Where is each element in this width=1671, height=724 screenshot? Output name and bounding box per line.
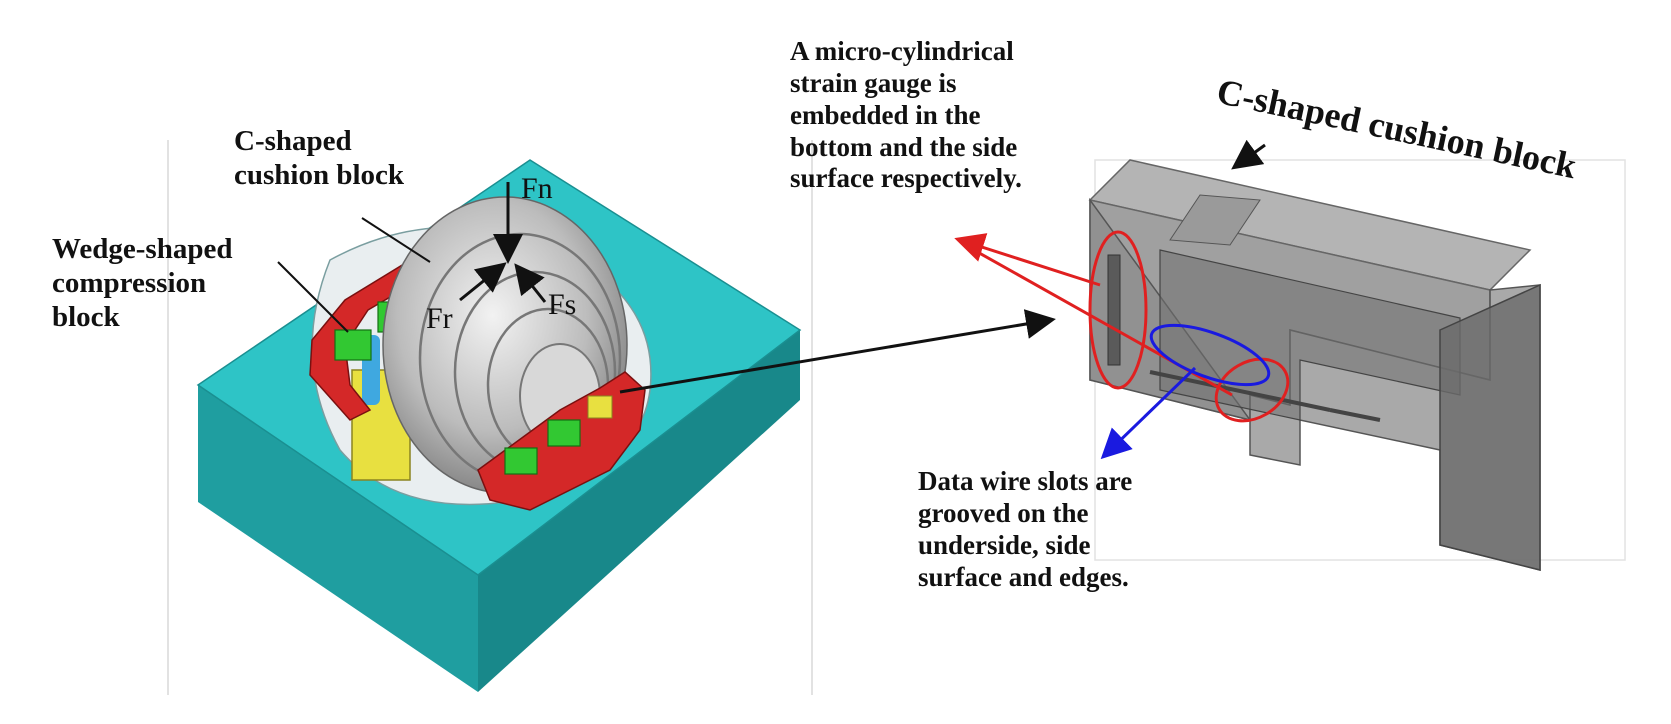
label-line: A micro-cylindrical (790, 36, 1014, 66)
block-inner-cavity (1159, 249, 1461, 421)
label-wedge-shaped: Wedge-shaped compression block (52, 232, 232, 335)
label-line: embedded in the (790, 99, 981, 130)
force-label-fs: Fs (548, 288, 577, 321)
base-block-side-left (198, 385, 478, 692)
gauge-slot-side (1107, 254, 1121, 366)
label-line: compression (52, 267, 207, 300)
label-line: C-shaped (234, 125, 352, 157)
leader-wedge (277, 261, 349, 333)
force-arrow-fs (514, 263, 547, 303)
block-top-ledge (1169, 194, 1261, 246)
label-line: strain gauge is (790, 67, 957, 98)
wedge-block-right-3 (587, 395, 613, 419)
wire-slot-edge (1329, 408, 1381, 422)
label-gauge-note: A micro-cylindrical strain gauge is embe… (790, 36, 1022, 195)
label-wire-note: Data wire slots are grooved on the under… (918, 466, 1132, 593)
gauge-marker-bottom (1214, 357, 1290, 423)
label-line: Wedge-shaped (52, 233, 233, 265)
gauge-arrow-1 (954, 233, 1101, 287)
title-arrow (1231, 139, 1266, 170)
label-line: block (52, 301, 120, 334)
label-line: surface and edges. (918, 561, 1129, 592)
label-line: bottom and the side (790, 131, 1018, 162)
wire-slot-bottom (1149, 370, 1331, 412)
wire-arrow (1100, 366, 1197, 460)
block-right-end (1439, 283, 1541, 571)
c-cushion-block-model (1088, 159, 1541, 571)
force-arrow-fr (459, 262, 507, 302)
base-block-side-right (478, 330, 800, 692)
wedge-block-right-2 (547, 419, 581, 447)
wedge-block-right-1 (504, 447, 538, 475)
force-label-fr: Fr (426, 302, 453, 335)
c-cushion-left (309, 247, 452, 421)
label-line: surface respectively. (790, 163, 1022, 194)
label-line: cushion block (234, 159, 405, 192)
label-c-shaped-cushion: C-shaped cushion block (234, 124, 404, 192)
label-line: grooved on the (918, 497, 1089, 528)
label-line: underside, side (918, 529, 1091, 560)
wedge-block-left-1 (334, 329, 372, 361)
bearing-assembly-illustration (196, 159, 802, 692)
force-label-fn: Fn (521, 172, 553, 205)
label-line: Data wire slots are (918, 466, 1133, 496)
gauge-marker-side (1088, 230, 1148, 390)
wire-marker (1149, 323, 1271, 387)
leader-c-cushion (361, 217, 431, 263)
connector-arrow (619, 309, 1056, 394)
